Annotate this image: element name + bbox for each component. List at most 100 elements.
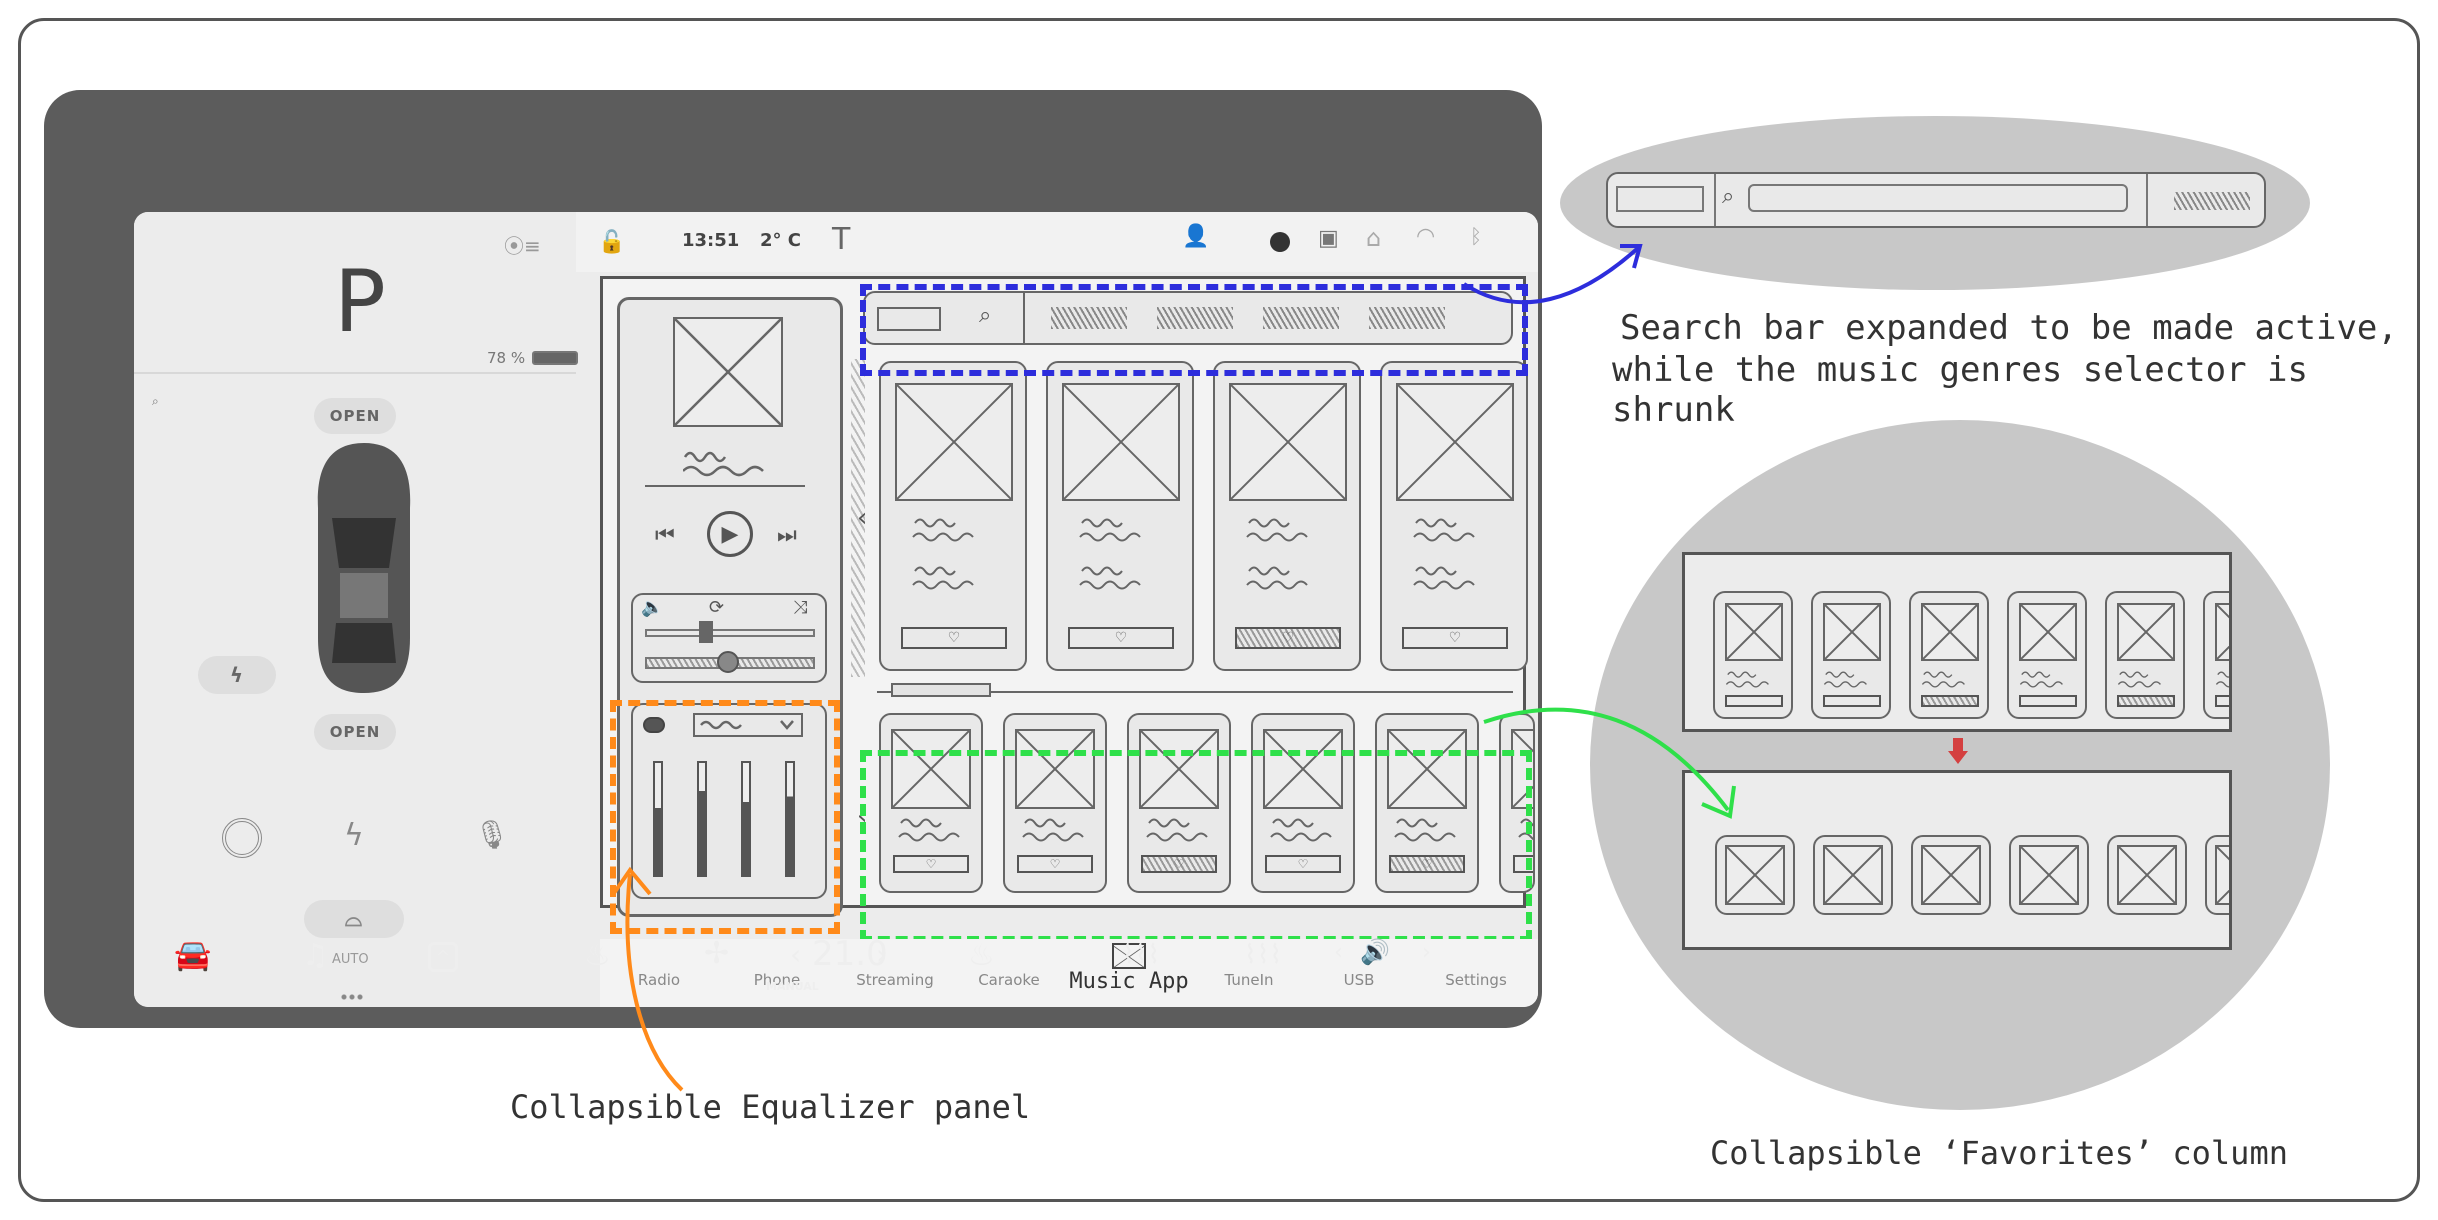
album-card[interactable]: ♡ (1380, 361, 1528, 671)
genre-chip[interactable] (1263, 307, 1339, 329)
car-icon[interactable]: 🚘 (174, 938, 212, 973)
camera-icon[interactable] (222, 818, 262, 858)
favorite-card[interactable]: ♡ (1127, 713, 1231, 893)
favorite-card[interactable] (2205, 835, 2229, 915)
charge-port-button[interactable]: ϟ (198, 656, 276, 694)
volume-up-button[interactable]: › (1422, 940, 1431, 965)
record-icon[interactable] (1270, 232, 1290, 252)
equalizer-band-slider[interactable] (741, 761, 751, 877)
music-note-icon[interactable]: ♫ (302, 938, 329, 973)
rear-defrost-icon[interactable]: ⌇⌇⌇ (1122, 940, 1161, 970)
favorite-card[interactable] (2009, 835, 2089, 915)
heart-icon[interactable]: ♡ (1513, 855, 1533, 873)
heart-icon[interactable]: ♡ (1265, 855, 1341, 873)
heart-icon[interactable]: ♡ (901, 627, 1007, 649)
wifi-icon[interactable]: ◠ (1416, 224, 1436, 249)
camera-dashcam-icon[interactable]: ▣ (1318, 226, 1339, 251)
favorite-card[interactable] (2203, 591, 2229, 719)
heart-icon[interactable] (1725, 695, 1783, 707)
heart-icon[interactable]: ♡ (893, 855, 969, 873)
favorite-card[interactable] (1813, 835, 1893, 915)
shuffle-icon[interactable]: ⤨ (793, 597, 808, 618)
favorite-card[interactable]: ♡ (879, 713, 983, 893)
equalizer-band-slider[interactable] (653, 761, 663, 877)
tab-phone[interactable]: Phone (718, 939, 836, 1007)
genre-select[interactable] (877, 307, 941, 331)
genre-chip[interactable] (1157, 307, 1233, 329)
tab-music-app[interactable]: Music App (1064, 939, 1194, 1007)
heart-icon[interactable] (1823, 695, 1881, 707)
speaker-icon[interactable]: 🔊 (1360, 938, 1390, 966)
album-card[interactable]: ♡ (1213, 361, 1361, 671)
rear-trunk-button[interactable]: OPEN (314, 714, 396, 750)
search-icon[interactable]: ⌕ (979, 303, 992, 328)
volume-slider[interactable] (645, 629, 815, 637)
favorite-card[interactable] (1911, 835, 1991, 915)
album-card[interactable]: ♡ (879, 361, 1027, 671)
album-card[interactable]: ♡ (1046, 361, 1194, 671)
bluetooth-icon[interactable]: ᛒ (1470, 224, 1482, 248)
chevron-left-icon[interactable]: ‹ (857, 503, 868, 533)
favorite-card[interactable] (2107, 835, 2187, 915)
heart-icon[interactable] (2215, 695, 2229, 707)
lightning-icon[interactable]: ϟ (344, 818, 364, 853)
genre-select-shrunk[interactable] (1616, 186, 1704, 212)
heart-icon[interactable]: ♡ (1141, 855, 1217, 873)
favorite-card[interactable]: ♡ (1251, 713, 1355, 893)
volume-slider-thumb[interactable] (699, 621, 713, 643)
tab-settings[interactable]: Settings (1414, 939, 1538, 1007)
favorite-card[interactable] (1715, 835, 1795, 915)
heart-icon[interactable]: ♡ (1402, 627, 1508, 649)
equalizer-preset-select[interactable] (693, 713, 803, 737)
favorites-collapse-handle[interactable] (851, 359, 865, 677)
favorite-card[interactable] (1713, 591, 1793, 719)
genre-chip[interactable] (2174, 192, 2250, 210)
mute-icon[interactable]: 🔈 (641, 597, 664, 618)
heart-icon[interactable]: ♡ (1389, 855, 1465, 873)
genre-chip[interactable] (1369, 307, 1445, 329)
tab-usb[interactable]: USB (1304, 939, 1414, 1007)
volume-down-button[interactable]: ‹ (1334, 940, 1343, 965)
favorite-card[interactable]: ♡ (1003, 713, 1107, 893)
progress-slider-thumb[interactable] (717, 651, 739, 673)
favorite-card[interactable] (1909, 591, 1989, 719)
previous-track-icon[interactable]: ⏮ (655, 523, 675, 548)
tab-streaming[interactable]: Streaming (836, 939, 954, 1007)
front-trunk-button[interactable]: OPEN (314, 398, 396, 434)
microphone-icon[interactable]: 🎙 (474, 818, 510, 851)
heart-icon[interactable]: ♡ (1068, 627, 1174, 649)
heart-icon[interactable]: ♡ (1017, 855, 1093, 873)
row-toggle[interactable] (891, 683, 991, 697)
heart-icon[interactable] (2117, 695, 2175, 707)
repeat-icon[interactable]: ⟳ (709, 597, 725, 618)
temp-decrease-button[interactable]: ‹ (790, 938, 802, 971)
search-input[interactable] (1748, 184, 2128, 212)
favorite-card[interactable] (2007, 591, 2087, 719)
app-launcher-icon[interactable]: ^ (428, 942, 458, 972)
equalizer-toggle[interactable] (643, 717, 665, 733)
seat-heater-right-icon[interactable]: ♨ (968, 938, 995, 973)
tab-tunein[interactable]: TuneIn (1194, 939, 1304, 1007)
tab-caraoke[interactable]: Caraoke (954, 939, 1064, 1007)
lock-icon[interactable]: 🔓 (598, 230, 626, 255)
home-icon[interactable]: ⌂ (1366, 224, 1382, 252)
heart-icon[interactable]: ♡ (1235, 627, 1341, 649)
search-icon[interactable]: ⌕ (152, 394, 159, 408)
headlight-icon[interactable]: ⦿≡ (504, 234, 541, 258)
heart-icon[interactable] (1921, 695, 1979, 707)
favorite-card[interactable]: ♡ (1375, 713, 1479, 893)
wiper-icon[interactable]: ⌓ (304, 900, 404, 938)
search-icon[interactable]: ⌕ (1722, 184, 1735, 209)
front-defrost-icon[interactable]: ⌇⌇⌇ (1244, 940, 1283, 970)
equalizer-band-slider[interactable] (697, 761, 707, 877)
user-icon[interactable]: 👤 (1182, 224, 1210, 249)
tesla-logo-icon[interactable]: T (832, 222, 851, 257)
play-button[interactable]: ▶ (707, 511, 753, 557)
genre-chip[interactable] (1051, 307, 1127, 329)
heart-icon[interactable] (2019, 695, 2077, 707)
fan-icon[interactable]: ✢ (704, 936, 730, 971)
tab-radio[interactable]: Radio (600, 939, 718, 1007)
temp-increase-button[interactable]: › (876, 938, 888, 971)
seat-heater-left-icon[interactable]: ♨ (584, 938, 611, 973)
favorite-card[interactable] (1811, 591, 1891, 719)
